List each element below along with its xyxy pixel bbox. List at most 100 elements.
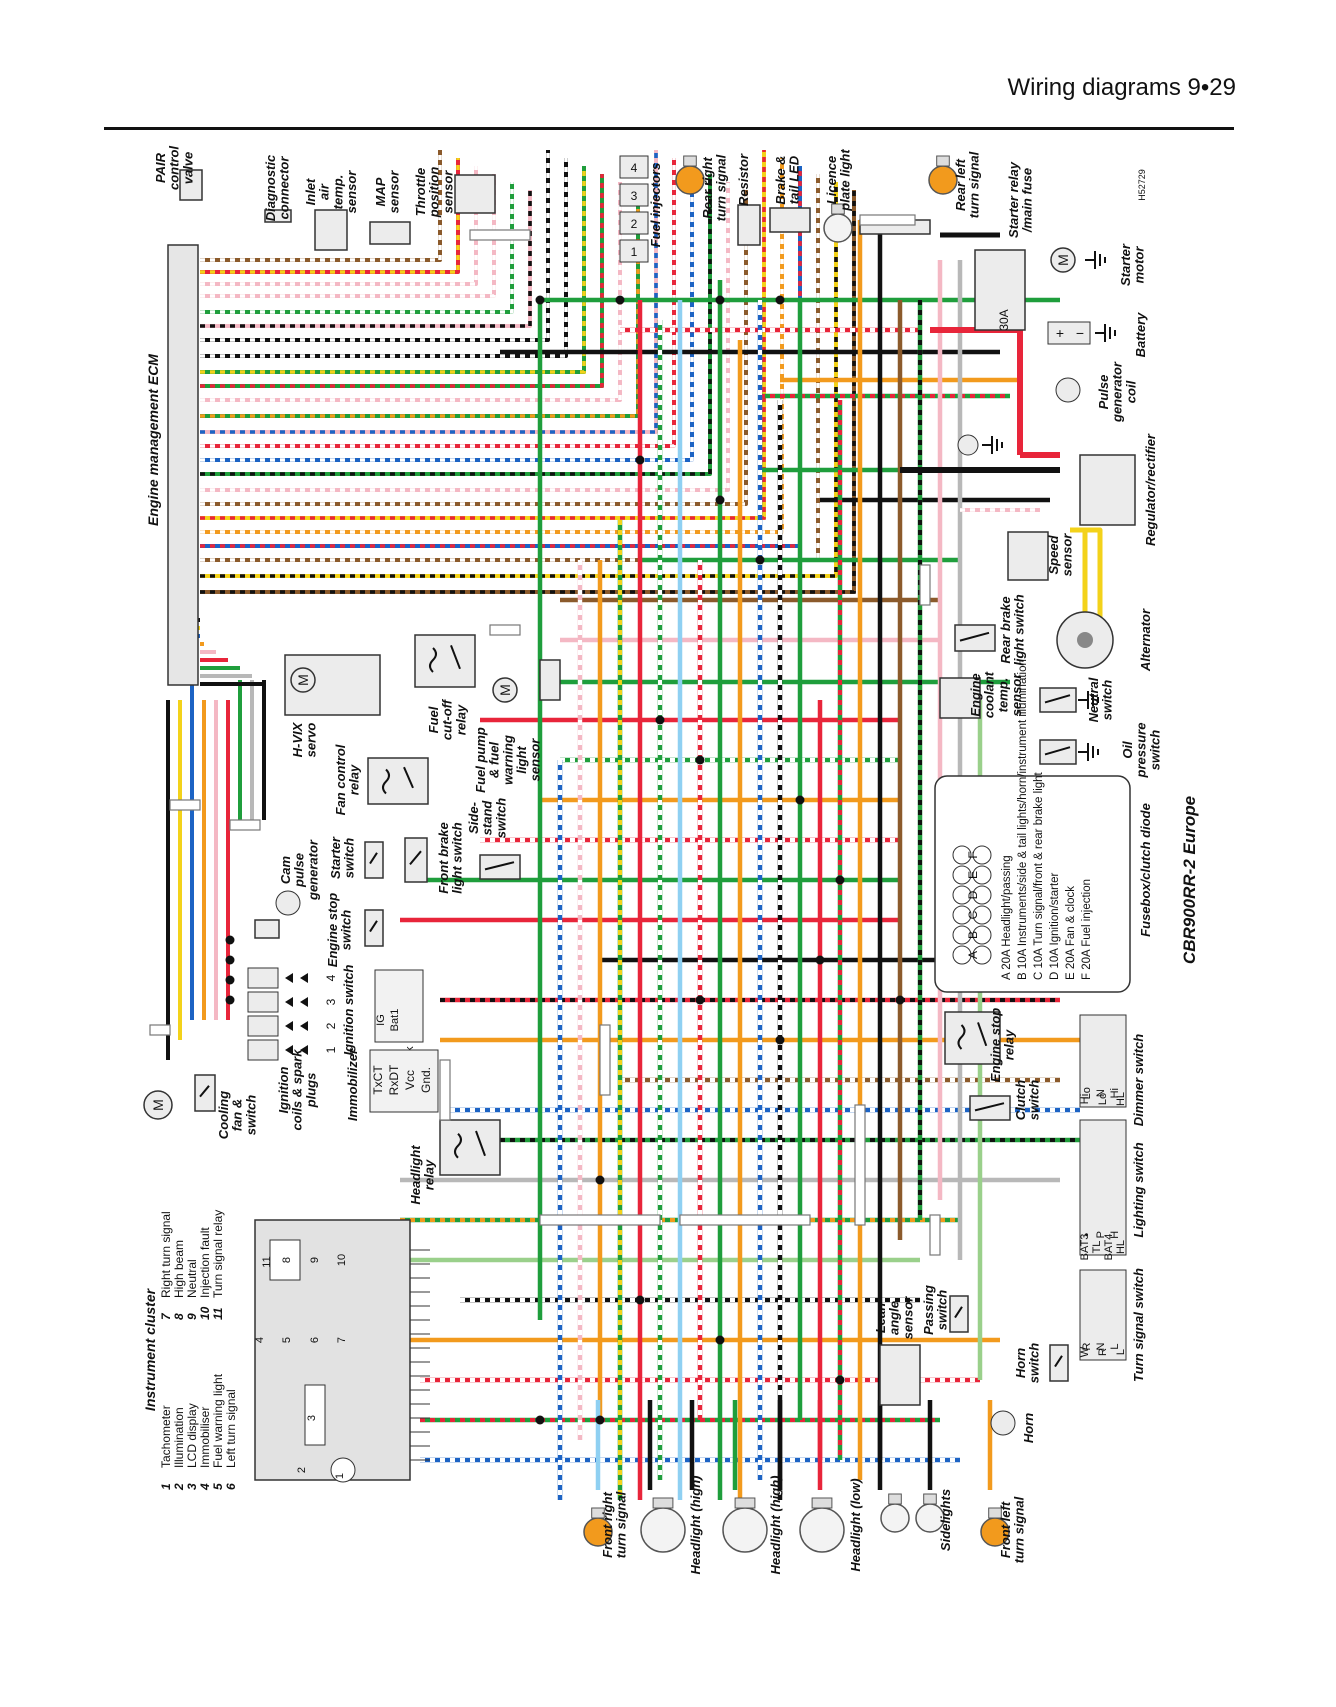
- injector-number: 4: [631, 161, 638, 175]
- junction-dot: [655, 715, 665, 725]
- label-immobilizer: Immobilizer: [345, 1048, 360, 1121]
- instrument-legend-number: 10: [198, 1306, 212, 1320]
- label-line: Sidelights: [938, 1489, 953, 1551]
- label-line: Rear brake: [998, 596, 1013, 663]
- label-line: air: [317, 183, 332, 200]
- label-line: Alternator: [1138, 608, 1153, 672]
- instrument-legend-label: High beam: [172, 1240, 186, 1298]
- switch-body: [1039, 687, 1077, 713]
- ignition-coil: 2: [247, 1015, 338, 1037]
- relay-coil: [454, 1133, 462, 1159]
- instrument-legend-label: Turn signal relay: [211, 1210, 225, 1298]
- connector-block: [439, 1059, 451, 1121]
- connector-block: [539, 1214, 661, 1226]
- junction-dot: [635, 455, 645, 465]
- chassis-ground-symbol: [957, 434, 979, 456]
- reference-code: H52729: [1137, 169, 1147, 201]
- label-line: temp.: [995, 678, 1010, 713]
- battery-body: [1047, 321, 1091, 345]
- switch-col-label: HL: [1115, 1240, 1127, 1254]
- label-headlight-low: Headlight (low): [848, 1478, 863, 1571]
- diagnostic-connector-symbol: [264, 209, 292, 223]
- label-line: sensor: [1009, 673, 1024, 717]
- label-line: Fuel injectors: [648, 163, 663, 248]
- label-line: light switch: [450, 822, 465, 894]
- junction-dot: [615, 295, 625, 305]
- switch-body: [969, 1095, 1011, 1121]
- switch-table-body: [1079, 1269, 1127, 1361]
- junction-dot: [695, 755, 705, 765]
- label-line: light: [514, 746, 529, 774]
- label-line: temp.: [330, 175, 345, 210]
- wire: [200, 150, 550, 342]
- junction-dot: [225, 955, 235, 965]
- label-fusebox: Fusebox/clutch diode: [1138, 803, 1153, 937]
- inlet-air-sensor-symbol: [314, 209, 348, 251]
- fuse-legend-row: B 10A Instruments/side & tail lights/hor…: [1017, 659, 1029, 980]
- fuse-letter: D: [966, 890, 980, 899]
- label-lighting-switch: Lighting switch: [1131, 1142, 1146, 1237]
- label-line: /main fuse: [1020, 168, 1035, 233]
- cluster-number: 1: [334, 1473, 346, 1479]
- coil-number: 3: [324, 998, 338, 1005]
- instrument-legend-label: Injection fault: [198, 1227, 212, 1298]
- label-line: connector: [277, 156, 292, 220]
- wire: [200, 158, 568, 358]
- bulb-base: [831, 203, 845, 215]
- motor-symbol: M: [497, 684, 513, 696]
- switch-row-label: L: [1109, 1343, 1121, 1349]
- label-line: Headlight: [408, 1145, 423, 1205]
- switch-table-body: [1079, 1119, 1127, 1256]
- instrument-legend-label: Fuel warning light: [211, 1373, 225, 1468]
- wire-tracer: [200, 182, 514, 314]
- label-line: pressure: [1134, 723, 1149, 779]
- switch-contact: [409, 850, 422, 866]
- wire-harness: [166, 150, 1103, 1500]
- junction-dot: [695, 995, 705, 1005]
- immobilizer-pin: RxDT: [387, 1064, 401, 1095]
- label-line: Front right: [600, 1491, 615, 1557]
- label-fuel-injectors: Fuel injectors: [648, 163, 663, 248]
- label-line: Battery: [1133, 312, 1148, 358]
- label-ignition-switch: Ignition switch: [341, 964, 356, 1055]
- rear-left-turn-bulb: [928, 155, 958, 195]
- instrument-legend-number: 4: [198, 1483, 212, 1491]
- label-line: PAIR: [153, 152, 168, 183]
- wire: [200, 158, 676, 448]
- instrument-legend-label: Neutral: [185, 1259, 199, 1298]
- fuse-legend-row: E 20A Fan & clock: [1065, 886, 1077, 980]
- label-line: Instrument cluster: [142, 1287, 158, 1411]
- switch-contact: [959, 631, 990, 642]
- cluster-number: 2: [296, 1467, 308, 1473]
- coil-body: [247, 1039, 279, 1061]
- spark-plug: [285, 1045, 293, 1055]
- label-line: valve: [180, 152, 195, 185]
- label-line: relay: [347, 764, 362, 795]
- fuse-terminal: [972, 885, 992, 905]
- label-line: relay: [422, 1159, 437, 1190]
- junction-dot: [795, 795, 805, 805]
- immobilizer-pin: Gnd.: [419, 1067, 433, 1093]
- label-line: Side-: [466, 802, 481, 834]
- wire: [200, 174, 496, 298]
- wire-tracer: [200, 166, 586, 374]
- junction-dot: [835, 1375, 845, 1385]
- wire: [200, 174, 604, 388]
- label-line: A 20A Headlight/passing: [1001, 855, 1013, 980]
- switch-body: [364, 909, 384, 947]
- label-line: Engine stop: [325, 893, 340, 967]
- fuse-terminal: [972, 845, 992, 865]
- switch-row-label: Hi: [1109, 1088, 1121, 1098]
- injector-body: [619, 211, 649, 235]
- label-line: Rear left: [953, 158, 968, 211]
- wire-tracer: [200, 166, 694, 462]
